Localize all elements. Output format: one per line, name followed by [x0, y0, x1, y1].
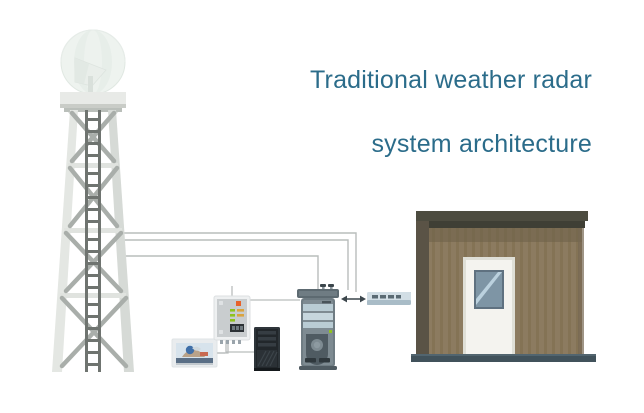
cable-monitor-to-box: [217, 340, 229, 354]
status-leds-green: [230, 309, 235, 322]
door-window: [476, 272, 502, 307]
page-title: Traditional weather radar system archite…: [252, 32, 592, 192]
door-window-glare: [476, 272, 502, 305]
building-platform: [411, 354, 596, 362]
page-title-line-1: Traditional weather radar: [310, 66, 592, 94]
dish-antenna: [74, 57, 107, 92]
tower-legs: [52, 110, 134, 372]
cable-3: [118, 255, 319, 294]
signal-cables: [118, 232, 357, 294]
radar-building: [416, 211, 588, 355]
server-power-led: [329, 330, 332, 333]
status-led-orange: [236, 301, 241, 306]
tower-ladder: [85, 110, 101, 372]
switch-ports: [372, 295, 401, 299]
network-switch: [367, 292, 411, 305]
arrow-head-left: [341, 295, 347, 303]
cable-1: [118, 232, 357, 292]
building-roof: [416, 211, 588, 221]
building-door: [463, 257, 515, 355]
data-link: [341, 295, 366, 303]
building-side-wall: [416, 221, 429, 355]
page-title-line-2: system architecture: [371, 130, 592, 158]
display-monitor: [171, 338, 225, 368]
control-box: [213, 295, 251, 344]
control-box-connectors: [220, 340, 241, 344]
radar-tower: [52, 29, 134, 372]
workstation-pc: [254, 327, 280, 371]
radar-server: [297, 284, 339, 370]
building-platform-highlight: [411, 354, 596, 356]
arrow-head-right: [360, 295, 366, 303]
tower-belts: [60, 163, 126, 298]
cable-2: [118, 239, 349, 290]
